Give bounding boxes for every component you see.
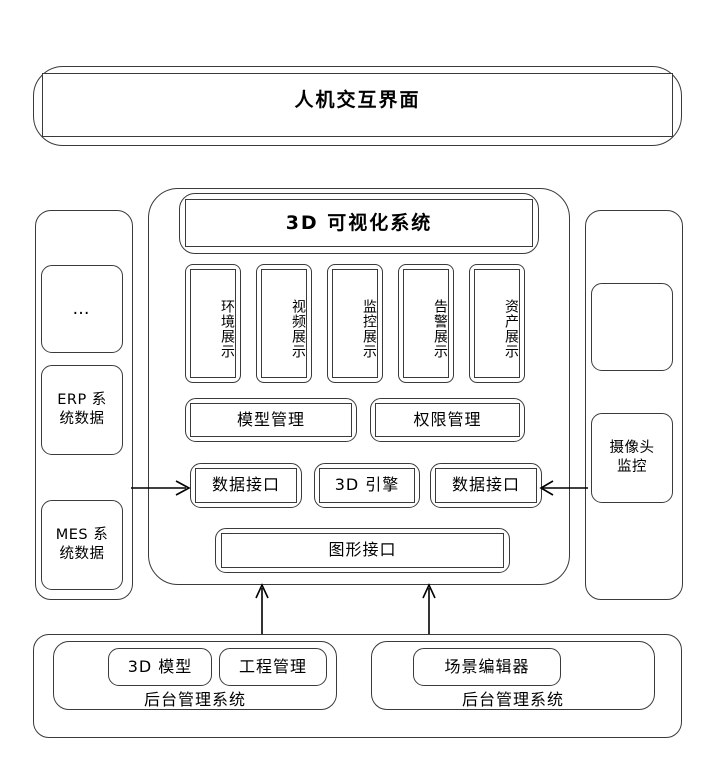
display-module-asset[interactable]: 资产展示	[474, 269, 520, 378]
data-interface-left-box[interactable]: 数据接口	[195, 468, 297, 503]
engine-3d-box[interactable]: 3D 引擎	[319, 468, 415, 503]
backend-management-left-caption: 后台管理系统	[143, 690, 246, 709]
data-interface-right-box[interactable]: 数据接口	[435, 468, 537, 503]
arrow-up-backend-to-core-left	[252, 583, 272, 638]
core-platform-panel	[148, 188, 570, 585]
graphics-interface-box[interactable]: 图形接口	[221, 533, 504, 568]
display-module-surveillance[interactable]: 监控展示	[332, 269, 378, 378]
project-management-box[interactable]: 工程管理	[219, 648, 327, 686]
camera-monitor-box[interactable]: 摄像头 监控	[591, 413, 673, 503]
empty-device-box[interactable]	[591, 283, 673, 371]
erp-data-box[interactable]: ERP 系 统数据	[41, 365, 123, 455]
arrow-right-camera-into-interface	[539, 478, 590, 498]
mes-data-box[interactable]: MES 系 统数据	[41, 500, 123, 590]
visualization-system-header[interactable]: 3D 可视化系统	[185, 199, 533, 247]
display-module-video[interactable]: 视频展示	[261, 269, 307, 378]
model-management-box[interactable]: 模型管理	[190, 403, 352, 437]
permission-management-box[interactable]: 权限管理	[375, 403, 520, 437]
display-module-alarm[interactable]: 告警展示	[403, 269, 449, 378]
backend-management-right-caption: 后台管理系统	[461, 690, 564, 709]
human-machine-interface-banner[interactable]: 人机交互界面	[42, 73, 673, 137]
scene-editor-box[interactable]: 场景编辑器	[413, 648, 561, 686]
arrow-up-backend-to-core-right	[419, 583, 439, 638]
display-module-environment[interactable]: 环境展示	[190, 269, 236, 378]
arrow-left-data-into-interface	[131, 478, 193, 498]
model-3d-box[interactable]: 3D 模型	[108, 648, 212, 686]
device-sources-column	[585, 210, 683, 600]
more-sources-box[interactable]: …	[41, 265, 123, 353]
